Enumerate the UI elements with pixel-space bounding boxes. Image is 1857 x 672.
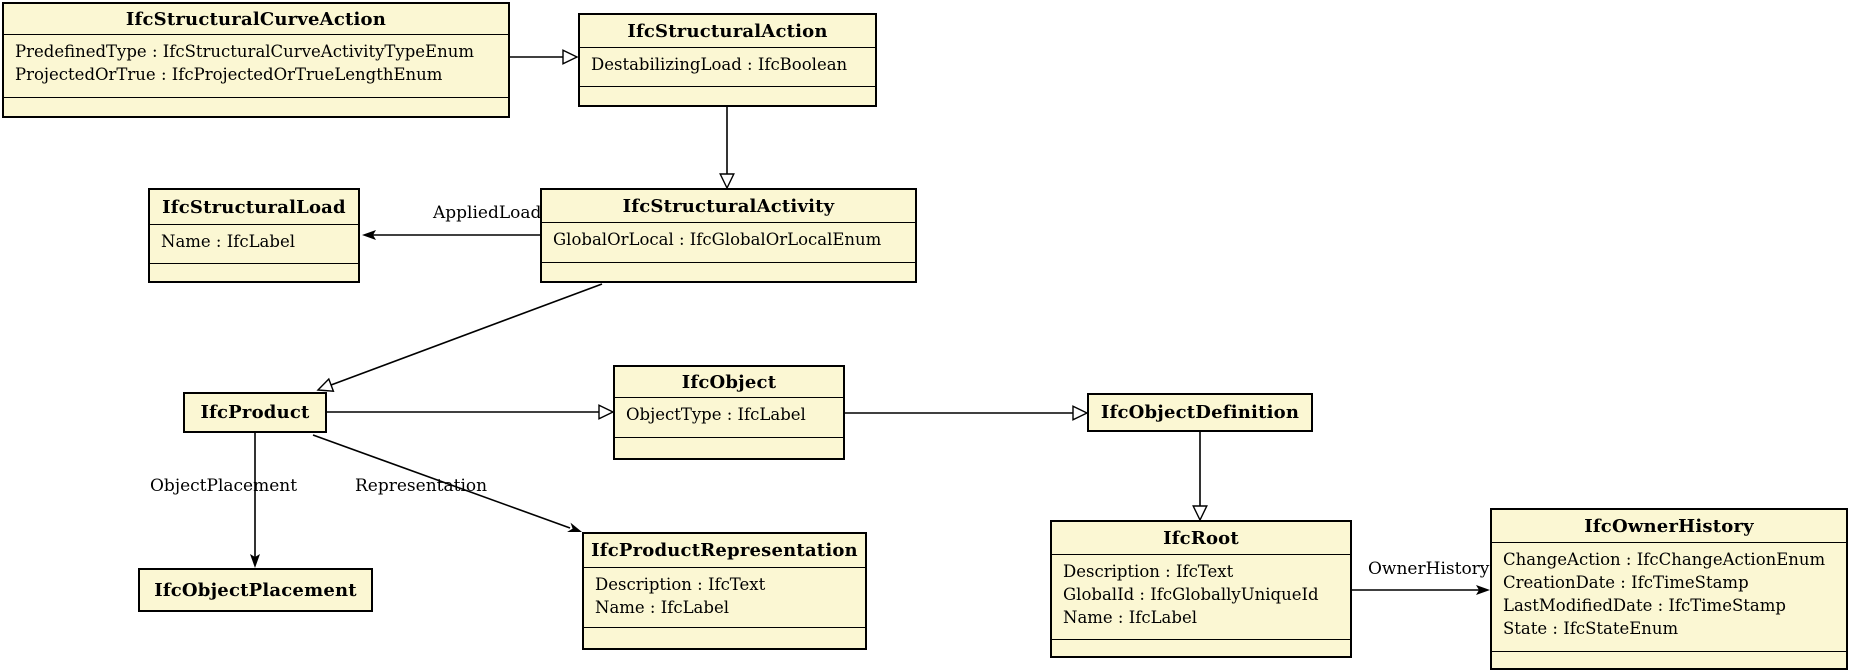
attribute-line: ObjectType : IfcLabel bbox=[626, 405, 806, 424]
class-title: IfcObject bbox=[681, 371, 777, 393]
edge-product-to-object bbox=[327, 404, 615, 420]
class-attributes: PredefinedType : IfcStructuralCurveActiv… bbox=[4, 34, 508, 98]
edge-product-to-objectplacement bbox=[250, 433, 260, 568]
class-title: IfcStructuralAction bbox=[627, 20, 828, 42]
edge-label-objectplacement: ObjectPlacement bbox=[150, 476, 298, 496]
class-title: IfcRoot bbox=[1163, 527, 1239, 549]
edge-action-to-activity bbox=[719, 107, 735, 190]
attribute-line: LastModifiedDate : IfcTimeStamp bbox=[1503, 596, 1786, 615]
edge-label-appliedload: AppliedLoad bbox=[433, 203, 542, 223]
edge-objectdefinition-to-root bbox=[1192, 432, 1208, 522]
edge-root-to-ownerhistory bbox=[1352, 585, 1490, 595]
class-operations-empty bbox=[584, 628, 865, 648]
class-operations-empty bbox=[150, 264, 358, 281]
class-box-ifcobjectplacement[interactable]: IfcObjectPlacement bbox=[138, 568, 373, 612]
class-attributes: Name : IfcLabel bbox=[150, 224, 358, 264]
class-box-ifcobject[interactable]: IfcObject ObjectType : IfcLabel bbox=[613, 365, 845, 460]
class-attributes: ObjectType : IfcLabel bbox=[615, 397, 843, 438]
attribute-line: GlobalId : IfcGloballyUniqueId bbox=[1063, 585, 1319, 604]
class-title: IfcObjectDefinition bbox=[1100, 402, 1300, 423]
attribute-line: PredefinedType : IfcStructuralCurveActiv… bbox=[15, 42, 474, 61]
edge-activity-to-product bbox=[316, 283, 603, 392]
class-operations-empty bbox=[1052, 640, 1350, 656]
class-box-ifcstructuralactivity[interactable]: IfcStructuralActivity GlobalOrLocal : If… bbox=[540, 188, 917, 283]
edge-curveaction-to-action bbox=[510, 49, 579, 65]
class-box-ifcroot[interactable]: IfcRoot Description : IfcText GlobalId :… bbox=[1050, 520, 1352, 658]
class-operations-empty bbox=[615, 438, 843, 458]
attribute-line: Name : IfcLabel bbox=[595, 598, 729, 617]
class-title: IfcProduct bbox=[200, 402, 310, 423]
class-attributes: DestabilizingLoad : IfcBoolean bbox=[580, 47, 875, 87]
class-title: IfcStructuralActivity bbox=[622, 195, 835, 217]
class-attributes: ChangeAction : IfcChangeActionEnum Creat… bbox=[1492, 542, 1846, 652]
attribute-line: GlobalOrLocal : IfcGlobalOrLocalEnum bbox=[553, 230, 882, 249]
edge-label-representation: Representation bbox=[355, 476, 488, 496]
class-box-ifcstructuralaction[interactable]: IfcStructuralAction DestabilizingLoad : … bbox=[578, 13, 877, 107]
class-title: IfcStructuralLoad bbox=[162, 196, 346, 218]
class-box-ifcproduct[interactable]: IfcProduct bbox=[183, 392, 327, 433]
class-title: IfcOwnerHistory bbox=[1584, 515, 1754, 537]
attribute-line: DestabilizingLoad : IfcBoolean bbox=[591, 55, 848, 74]
class-title: IfcProductRepresentation bbox=[591, 540, 858, 561]
edge-label-ownerhistory: OwnerHistory bbox=[1368, 559, 1490, 579]
attribute-line: ChangeAction : IfcChangeActionEnum bbox=[1503, 550, 1826, 569]
class-title: IfcObjectPlacement bbox=[154, 579, 357, 601]
class-attributes: Description : IfcText GlobalId : IfcGlob… bbox=[1052, 554, 1350, 640]
class-box-ifcobjectdefinition[interactable]: IfcObjectDefinition bbox=[1087, 393, 1313, 432]
attribute-line: ProjectedOrTrue : IfcProjectedOrTrueLeng… bbox=[15, 65, 443, 84]
attribute-line: State : IfcStateEnum bbox=[1503, 619, 1679, 638]
class-attributes: Description : IfcText Name : IfcLabel bbox=[584, 567, 865, 628]
edge-activity-to-load bbox=[362, 230, 540, 240]
class-box-ifcproductrepresentation[interactable]: IfcProductRepresentation Description : I… bbox=[582, 532, 867, 650]
class-operations-empty bbox=[4, 98, 508, 116]
class-operations-empty bbox=[1492, 652, 1846, 668]
class-title: IfcStructuralCurveAction bbox=[125, 8, 387, 30]
attribute-line: Description : IfcText bbox=[1063, 562, 1234, 581]
class-box-ifcownerhistory[interactable]: IfcOwnerHistory ChangeAction : IfcChange… bbox=[1490, 508, 1848, 670]
class-box-ifcstructuralcurveaction[interactable]: IfcStructuralCurveAction PredefinedType … bbox=[2, 2, 510, 118]
class-operations-empty bbox=[580, 87, 875, 105]
attribute-line: Name : IfcLabel bbox=[1063, 608, 1197, 627]
class-operations-empty bbox=[542, 263, 915, 281]
attribute-line: CreationDate : IfcTimeStamp bbox=[1503, 573, 1749, 592]
attribute-line: Description : IfcText bbox=[595, 575, 766, 594]
edge-object-to-objectdefinition bbox=[845, 405, 1089, 421]
class-attributes: GlobalOrLocal : IfcGlobalOrLocalEnum bbox=[542, 222, 915, 263]
attribute-line: Name : IfcLabel bbox=[161, 232, 295, 251]
class-box-ifcstructuralload[interactable]: IfcStructuralLoad Name : IfcLabel bbox=[148, 188, 360, 283]
